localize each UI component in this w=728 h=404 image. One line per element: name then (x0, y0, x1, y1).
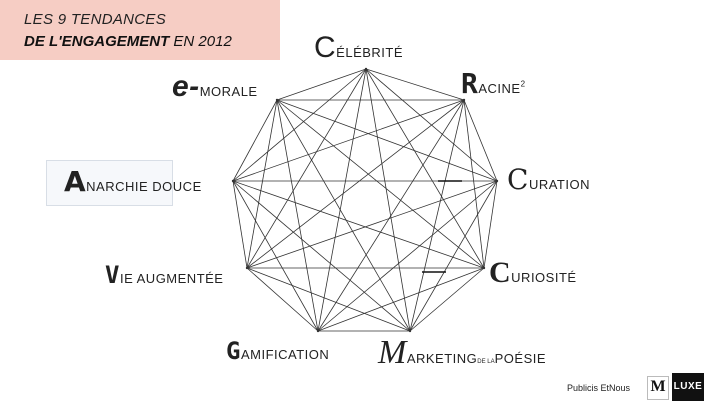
node-racine: RACINE2 (461, 67, 526, 100)
edge-4-7 (232, 180, 411, 332)
vertex-6 (245, 266, 249, 270)
publicis-etnous-logo: Publicis EtNous (567, 383, 631, 393)
node-e-morale: e-MORALE (172, 70, 258, 103)
edge-1-2 (463, 99, 498, 182)
node-anarchie-douce: ANARCHIE DOUCE (64, 165, 202, 198)
edge-0-5 (317, 68, 367, 332)
highlight-box (46, 160, 173, 206)
luxe-logo: LUXE (672, 373, 704, 401)
edge-0-7 (232, 68, 367, 182)
edge-4-8 (276, 99, 411, 332)
edge-2-4 (409, 180, 498, 332)
node-gamification: GAMIFICATION (226, 337, 330, 365)
node-vie-augmentee: VIE AUGMENTÉE (105, 261, 224, 289)
edge-3-7 (232, 180, 485, 269)
title-bold: DE L'ENGAGEMENT (24, 33, 170, 50)
edge-6-7 (232, 180, 248, 269)
edge-5-6 (246, 267, 319, 332)
edge-0-4 (365, 68, 411, 332)
vertex-1 (462, 98, 466, 102)
edge-1-7 (232, 99, 465, 182)
edge-2-3 (483, 180, 498, 269)
edge-1-5 (317, 99, 465, 332)
edge-0-1 (365, 68, 465, 101)
vertex-3 (482, 266, 486, 270)
edge-2-5 (317, 180, 498, 332)
edge-3-5 (317, 267, 485, 332)
node-marketing-poesie: MARKETINGDE LAPOÉSIE (378, 334, 547, 371)
edge-2-6 (246, 180, 498, 269)
vertex-8 (275, 98, 279, 102)
vertex-5 (316, 329, 320, 333)
edge-5-8 (276, 99, 319, 332)
vertex-4 (408, 329, 412, 333)
edge-5-7 (232, 180, 319, 332)
edge-0-6 (246, 68, 367, 269)
vertex-7 (231, 179, 235, 183)
edge-3-4 (409, 267, 485, 332)
edge-1-6 (246, 99, 465, 269)
edge-6-8 (246, 99, 278, 269)
title-banner: LES 9 TENDANCES DE L'ENGAGEMENT EN 2012 (0, 0, 280, 60)
title-line-2: DE L'ENGAGEMENT EN 2012 (24, 33, 232, 50)
edge-0-3 (365, 68, 485, 269)
node-celebrite: CÉLÉBRITÉ (314, 31, 404, 64)
edge-0-8 (276, 68, 367, 101)
vertex-2 (495, 179, 499, 183)
node-curation: CURATION (507, 163, 590, 196)
le-monde-logo: M (647, 376, 669, 400)
vertex-0 (364, 67, 368, 71)
edge-2-8 (276, 99, 498, 182)
edge-3-8 (276, 99, 485, 269)
edge-4-6 (246, 267, 411, 332)
edge-7-8 (232, 99, 278, 182)
edge-1-3 (463, 99, 485, 269)
title-line-1: LES 9 TENDANCES (24, 11, 167, 28)
node-curiosite: CURIOSITÉ (489, 256, 577, 289)
title-year: EN 2012 (169, 33, 232, 50)
